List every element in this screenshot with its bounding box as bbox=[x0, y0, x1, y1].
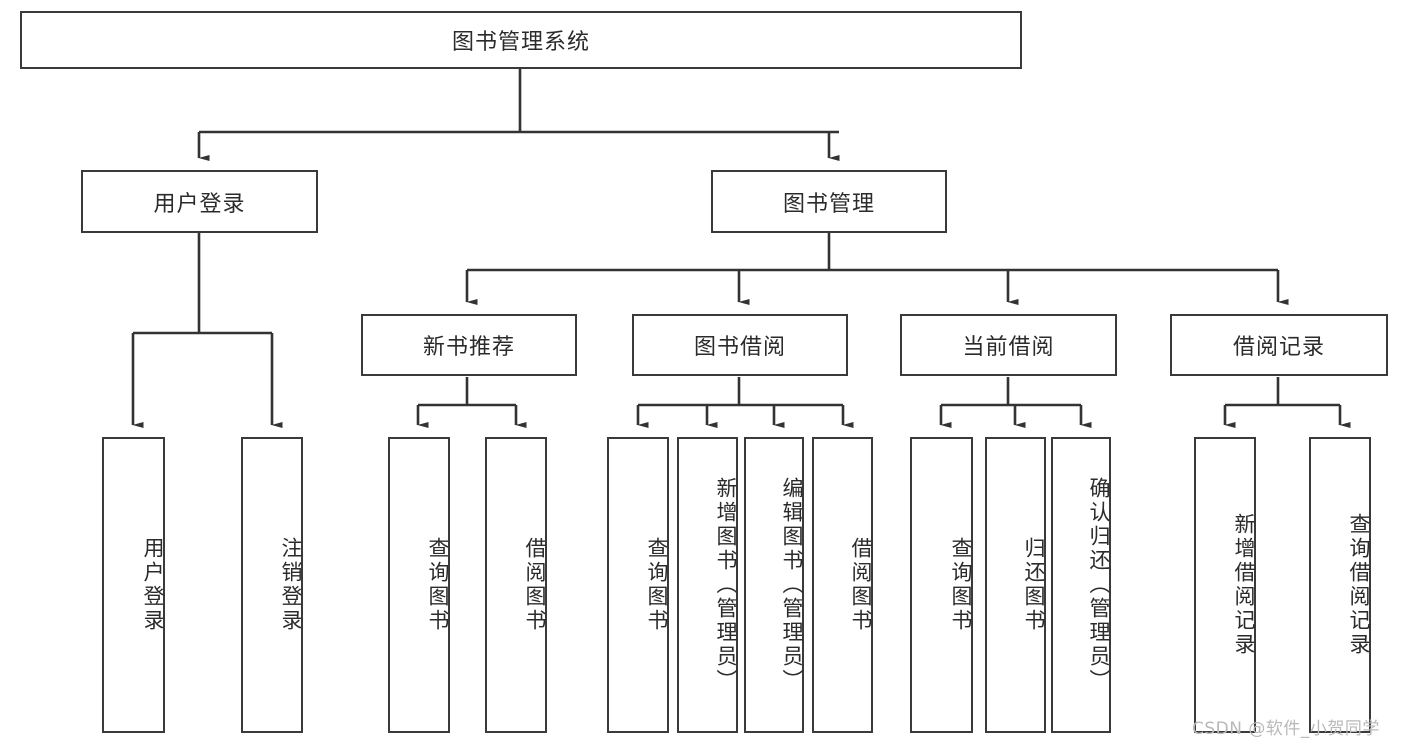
leaf-logout[interactable]: 注销登录 bbox=[241, 437, 303, 733]
leaf-query-borrow-record[interactable]: 查询借阅记录 bbox=[1309, 437, 1371, 733]
node-book-borrow-label: 图书借阅 bbox=[693, 335, 786, 360]
leaf-query-book-recommend[interactable]: 查询图书 bbox=[388, 437, 450, 733]
node-user-login[interactable]: 用户登录 bbox=[81, 170, 318, 233]
node-root[interactable]: 图书管理系统 bbox=[20, 11, 1022, 69]
node-new-book-recommend-label: 新书推荐 bbox=[422, 335, 515, 360]
leaf-logout-label: 注销登录 bbox=[279, 537, 303, 633]
leaf-borrow-book-borrow[interactable]: 借阅图书 bbox=[812, 437, 873, 733]
leaf-confirm-return-admin[interactable]: 确认归还（管理员） bbox=[1051, 437, 1111, 733]
leaf-query-book-current[interactable]: 查询图书 bbox=[910, 437, 973, 733]
leaf-add-borrow-record-label: 新增借阅记录 bbox=[1232, 513, 1256, 657]
leaf-query-book-current-label: 查询图书 bbox=[949, 537, 973, 633]
csdn-watermark: CSDN @软件_小贺同学 bbox=[1192, 719, 1380, 739]
leaf-query-book-borrow-label: 查询图书 bbox=[645, 537, 669, 633]
leaf-confirm-return-admin-label: 确认归还（管理员） bbox=[1087, 477, 1111, 693]
node-new-book-recommend[interactable]: 新书推荐 bbox=[361, 314, 577, 376]
node-book-borrow[interactable]: 图书借阅 bbox=[632, 314, 848, 376]
leaf-borrow-book-recommend[interactable]: 借阅图书 bbox=[485, 437, 547, 733]
leaf-user-login[interactable]: 用户登录 bbox=[102, 437, 165, 733]
node-borrow-record-label: 借阅记录 bbox=[1232, 335, 1325, 360]
leaf-query-borrow-record-label: 查询借阅记录 bbox=[1347, 513, 1371, 657]
node-current-borrow[interactable]: 当前借阅 bbox=[900, 314, 1117, 376]
leaf-query-book-recommend-label: 查询图书 bbox=[426, 537, 450, 633]
leaf-edit-book-admin-label: 编辑图书（管理员） bbox=[780, 477, 804, 693]
leaf-add-book-admin[interactable]: 新增图书（管理员） bbox=[677, 437, 738, 733]
node-root-label: 图书管理系统 bbox=[451, 30, 590, 55]
leaf-user-login-label: 用户登录 bbox=[141, 537, 165, 633]
leaf-borrow-book-borrow-label: 借阅图书 bbox=[849, 537, 873, 633]
node-current-borrow-label: 当前借阅 bbox=[962, 335, 1055, 360]
leaf-add-book-admin-label: 新增图书（管理员） bbox=[714, 477, 738, 693]
node-book-management-label: 图书管理 bbox=[782, 191, 875, 217]
leaf-edit-book-admin[interactable]: 编辑图书（管理员） bbox=[744, 437, 804, 733]
node-borrow-record[interactable]: 借阅记录 bbox=[1170, 314, 1388, 376]
node-book-management[interactable]: 图书管理 bbox=[711, 170, 947, 233]
leaf-add-borrow-record[interactable]: 新增借阅记录 bbox=[1194, 437, 1256, 733]
leaf-return-book-label: 归还图书 bbox=[1022, 537, 1046, 633]
node-user-login-label: 用户登录 bbox=[153, 191, 246, 217]
leaf-borrow-book-recommend-label: 借阅图书 bbox=[523, 537, 547, 633]
leaf-return-book[interactable]: 归还图书 bbox=[985, 437, 1046, 733]
leaf-query-book-borrow[interactable]: 查询图书 bbox=[607, 437, 669, 733]
